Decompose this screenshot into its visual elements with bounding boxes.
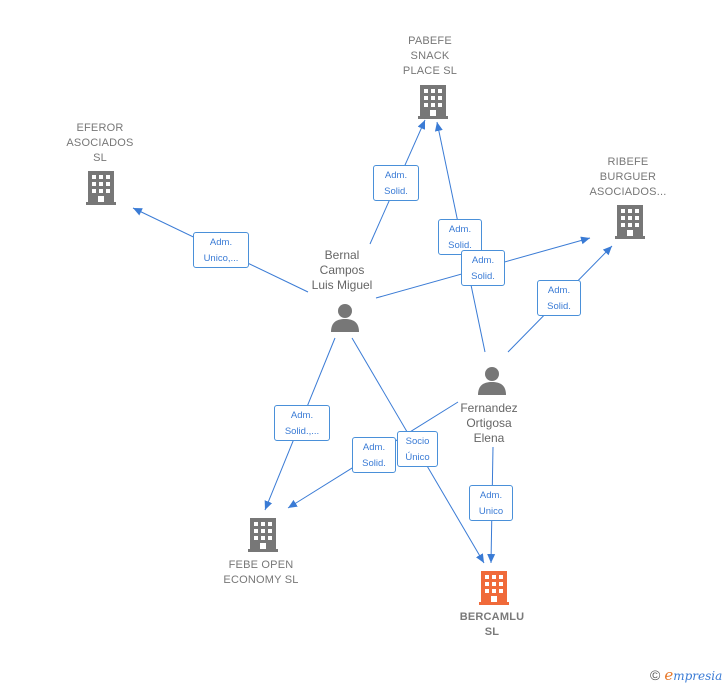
node-label-line: ASOCIADOS... bbox=[589, 186, 667, 198]
node-label-eferor[interactable]: EFEROR ASOCIADOS SL bbox=[55, 121, 145, 166]
edge-label-bernal-eferor[interactable]: Adm. Unico,... bbox=[193, 232, 249, 268]
node-label-line: PABEFE bbox=[408, 35, 452, 47]
edge-label-fernandez-pabefe[interactable]: Adm. Solid. bbox=[438, 219, 482, 255]
node-label-line: FEBE OPEN bbox=[228, 559, 294, 571]
node-label-line: Campos bbox=[319, 263, 365, 277]
node-label-ribefe[interactable]: RIBEFE BURGUER ASOCIADOS... bbox=[583, 155, 673, 200]
edge-label-fernandez-ribefe[interactable]: Adm. Solid. bbox=[537, 280, 581, 316]
building-icon-pabefe[interactable] bbox=[418, 84, 448, 120]
edge-label-line: Unico,... bbox=[203, 253, 239, 264]
node-label-febe[interactable]: FEBE OPEN ECONOMY SL bbox=[211, 558, 311, 588]
brand-name: mpresia bbox=[673, 669, 723, 683]
node-label-line: Fernandez bbox=[460, 401, 518, 415]
edge-label-line: Adm. bbox=[471, 255, 495, 266]
edge-label-line: Socio bbox=[405, 436, 430, 447]
edge-label-bernal-bercamlu[interactable]: Socio Único bbox=[397, 431, 438, 467]
person-icon-bernal[interactable] bbox=[330, 302, 360, 332]
edge-label-line: Solid.,... bbox=[284, 426, 320, 437]
node-label-line: SL bbox=[484, 626, 500, 638]
node-label-line: BERCAMLU bbox=[459, 611, 525, 623]
edge-label-bernal-febe[interactable]: Adm. Solid.,... bbox=[274, 405, 330, 441]
node-label-line: BURGUER bbox=[599, 171, 657, 183]
node-label-fernandez[interactable]: Fernandez Ortigosa Elena bbox=[444, 401, 534, 446]
node-label-line: Ortigosa bbox=[466, 416, 512, 430]
edge-label-line: Adm. bbox=[362, 442, 386, 453]
node-label-bercamlu[interactable]: BERCAMLU SL bbox=[444, 610, 540, 640]
node-label-line: EFEROR bbox=[76, 122, 124, 134]
edge-label-bernal-ribefe[interactable]: Adm. Solid. bbox=[461, 250, 505, 286]
edge-label-line: Único bbox=[405, 452, 430, 463]
building-icon-bercamlu[interactable] bbox=[479, 570, 509, 606]
copyright-symbol: © bbox=[650, 667, 661, 683]
node-label-bernal[interactable]: Bernal Campos Luis Miguel bbox=[297, 248, 387, 293]
building-icon-eferor[interactable] bbox=[86, 170, 116, 206]
edge-label-line: Adm. bbox=[479, 490, 503, 501]
edge-label-line: Adm. bbox=[290, 410, 314, 421]
edge-label-line: Adm. bbox=[547, 285, 571, 296]
node-label-line: Bernal bbox=[324, 248, 360, 262]
edge-label-bernal-pabefe[interactable]: Adm. Solid. bbox=[373, 165, 419, 201]
edge-label-line: Unico bbox=[478, 506, 504, 517]
brand-logo-letter: e bbox=[664, 666, 674, 684]
node-label-line: ASOCIADOS bbox=[66, 137, 134, 149]
edge-label-line: Solid. bbox=[448, 240, 472, 251]
edge-label-line: Solid. bbox=[362, 458, 386, 469]
brand-watermark: ©empresia bbox=[650, 666, 722, 684]
edge-label-fernandez-febe[interactable]: Adm. Solid. bbox=[352, 437, 396, 473]
node-label-line: SNACK bbox=[410, 50, 450, 62]
building-icon-ribefe[interactable] bbox=[615, 204, 645, 240]
person-icon-fernandez[interactable] bbox=[477, 365, 507, 395]
edge-label-line: Adm. bbox=[384, 170, 408, 181]
node-label-line: PLACE SL bbox=[402, 65, 458, 77]
node-label-line: RIBEFE bbox=[607, 156, 649, 168]
edge-label-line: Adm. bbox=[209, 237, 233, 248]
building-icon-febe[interactable] bbox=[248, 517, 278, 553]
edge-label-line: Solid. bbox=[547, 301, 571, 312]
edge-label-fernandez-bercamlu[interactable]: Adm. Unico bbox=[469, 485, 513, 521]
edge-label-line: Solid. bbox=[384, 186, 408, 197]
node-label-line: ECONOMY SL bbox=[223, 574, 299, 586]
node-label-line: Luis Miguel bbox=[311, 278, 373, 292]
node-label-pabefe[interactable]: PABEFE SNACK PLACE SL bbox=[390, 34, 470, 79]
node-label-line: Elena bbox=[473, 431, 505, 445]
node-label-line: SL bbox=[93, 152, 107, 164]
edge-label-line: Solid. bbox=[471, 271, 495, 282]
edge-label-line: Adm. bbox=[448, 224, 472, 235]
